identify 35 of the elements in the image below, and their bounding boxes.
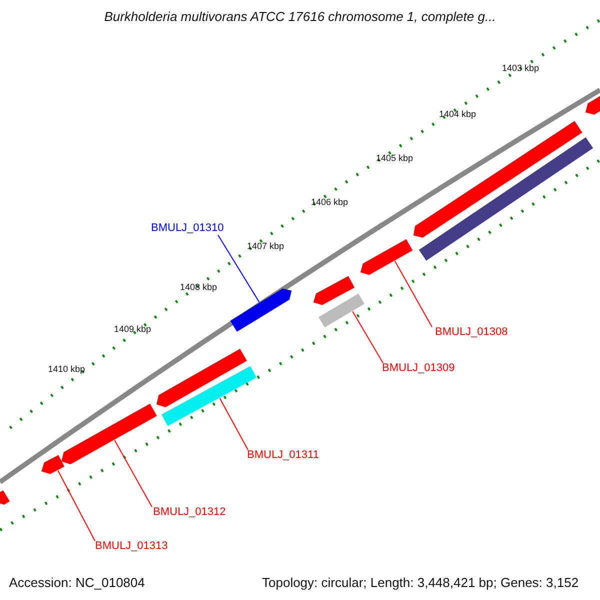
gene-label: BMULJ_01310 — [151, 222, 224, 234]
gene-feature — [318, 294, 364, 328]
gene-feature — [360, 239, 413, 275]
gene-feature — [230, 288, 292, 332]
scale-tick-label: 1409 kbp — [114, 324, 152, 334]
leader-line — [114, 440, 152, 508]
scale-tick-label: 1408 kbp — [180, 282, 218, 292]
scale-tick-label: 1406 kbp — [311, 197, 348, 207]
gene-feature — [161, 366, 257, 426]
info-text: Accession: NC_010804 — [9, 575, 145, 590]
gene-label: BMULJ_01309 — [382, 362, 455, 374]
scale-tick-label: 1403 kbp — [502, 63, 540, 73]
gene-label: BMULJ_01312 — [153, 506, 226, 518]
leader-line — [219, 398, 248, 450]
leader-line — [394, 260, 432, 328]
scale-tick-label: 1410 kbp — [48, 364, 86, 374]
gene-feature — [313, 276, 355, 305]
info-text: Topology: circular; Length: 3,448,421 bp; Genes: 3,152 — [262, 575, 579, 590]
gene-label: BMULJ_01308 — [435, 326, 508, 338]
diagram-title: Burkholderia multivorans ATCC 17616 chromosome 1, complete g... — [103, 9, 497, 24]
gene-feature — [585, 94, 600, 115]
scale-tick-label: 1405 kbp — [376, 153, 414, 163]
gene-feature — [0, 490, 10, 505]
gene-feature — [61, 404, 157, 464]
leader-line — [352, 311, 384, 364]
scale-tick-label: 1404 kbp — [439, 109, 476, 119]
gene-feature — [413, 120, 582, 238]
leader-line — [57, 470, 96, 542]
gene-label: BMULJ_01311 — [247, 449, 319, 461]
gene-feature — [156, 348, 247, 408]
gene-feature — [418, 137, 594, 261]
gene-feature — [41, 455, 64, 474]
scale-tick-label: 1407 kbp — [247, 241, 284, 251]
leader-line — [218, 234, 260, 303]
gene-label: BMULJ_01313 — [95, 540, 168, 552]
